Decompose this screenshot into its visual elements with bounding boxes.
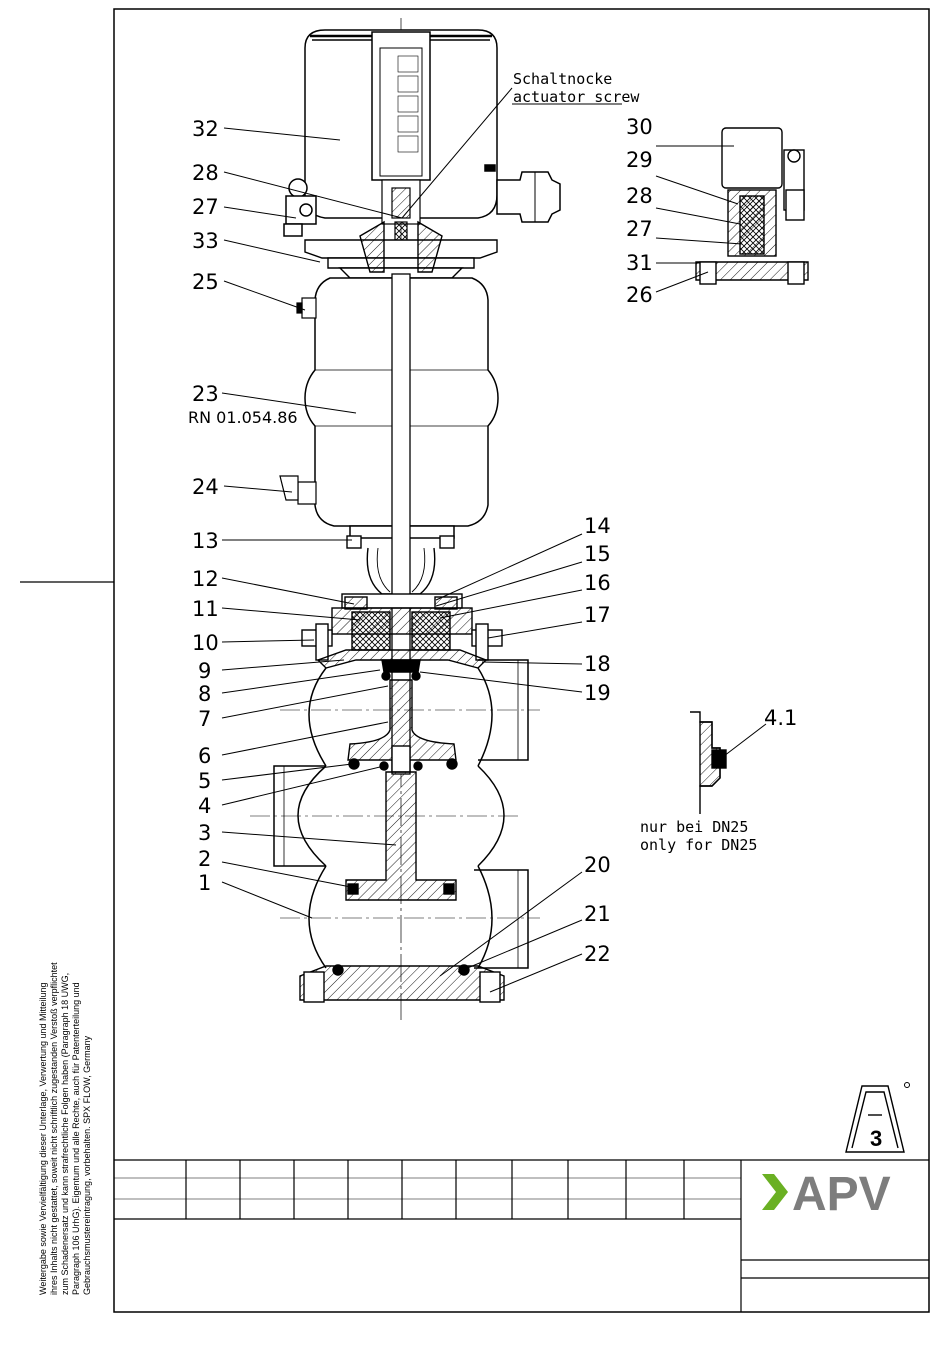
callout-32: 32 <box>192 117 219 141</box>
seal-housing <box>301 593 503 681</box>
callouts: 32 28 27 33 25 23 24 13 12 11 10 9 8 7 6… <box>192 115 797 966</box>
callout-detail-29: 29 <box>626 148 653 172</box>
callout-16: 16 <box>584 571 611 595</box>
actuator-note-en: actuator screw <box>513 88 640 106</box>
callout-2: 2 <box>198 847 211 871</box>
copyright-line-5: Gebrauchsmustereintragung, vorbehalten. … <box>82 1035 92 1295</box>
upper-plug-6 <box>347 679 458 773</box>
title-block <box>114 1159 929 1312</box>
callout-5: 5 <box>198 769 211 793</box>
copyright-line-1: Weitergabe sowie Vervielfältigung dieser… <box>38 982 48 1295</box>
callout-detail-30: 30 <box>626 115 653 139</box>
callout-10: 10 <box>192 631 219 655</box>
bottom-cover-20 <box>299 964 505 1003</box>
callout-detail-4-1: 4.1 <box>764 706 797 730</box>
callout-33: 33 <box>192 229 219 253</box>
callout-1: 1 <box>198 871 211 895</box>
callout-13: 13 <box>192 529 219 553</box>
actuator-note-de: Schaltnocke <box>513 70 612 88</box>
detail-view-top-right <box>695 127 809 285</box>
callout-12: 12 <box>192 567 219 591</box>
callout-25: 25 <box>192 270 219 294</box>
apv-logo: APV <box>762 1168 891 1221</box>
sheet-border <box>113 8 930 1313</box>
callout-18: 18 <box>584 652 611 676</box>
callout-14: 14 <box>584 514 611 538</box>
callout-8: 8 <box>198 682 211 706</box>
leader-lines <box>221 87 767 993</box>
brand-name: APV <box>792 1168 891 1221</box>
adapter-33 <box>304 220 498 279</box>
callout-24: 24 <box>192 475 219 499</box>
chevron-icon <box>762 1174 788 1210</box>
callout-11: 11 <box>192 597 219 621</box>
callout-3: 3 <box>198 821 211 845</box>
callout-9: 9 <box>198 659 211 683</box>
copyright-notice: Weitergabe sowie Vervielfältigung dieser… <box>38 962 92 1295</box>
callout-detail-28: 28 <box>626 184 653 208</box>
detail-view-dn25 <box>690 711 727 814</box>
callout-detail-27: 27 <box>626 217 653 241</box>
a3-logo: A3 3 <box>845 1082 910 1153</box>
callout-21: 21 <box>584 902 611 926</box>
copyright-line-4: Paragraph 106 UrhG). Eigentum und alle R… <box>71 982 81 1295</box>
callout-22: 22 <box>584 942 611 966</box>
callout-20: 20 <box>584 853 611 877</box>
callout-detail-26: 26 <box>626 283 653 307</box>
control-top-32 <box>283 29 561 237</box>
callout-4: 4 <box>198 794 211 818</box>
air-fittings <box>279 297 317 505</box>
callout-6: 6 <box>198 744 211 768</box>
callout-detail-31: 31 <box>626 251 653 275</box>
dn25-note-de: nur bei DN25 <box>640 818 748 836</box>
callout-28: 28 <box>192 161 219 185</box>
rn-label: RN 01.054.86 <box>188 408 298 427</box>
callout-27: 27 <box>192 195 219 219</box>
copyright-line-2: ihres Inhalts nicht gestattet, soweit ni… <box>49 962 59 1295</box>
callout-19: 19 <box>584 681 611 705</box>
callout-17: 17 <box>584 603 611 627</box>
callout-15: 15 <box>584 542 611 566</box>
dn25-note-en: only for DN25 <box>640 836 757 854</box>
callout-7: 7 <box>198 707 211 731</box>
callout-23: 23 <box>192 382 219 406</box>
lower-plug-3 <box>345 771 457 901</box>
svg-text:3: 3 <box>870 1126 882 1151</box>
copyright-line-3: zum Schadenersatz und kann strafrechtlic… <box>60 973 70 1295</box>
